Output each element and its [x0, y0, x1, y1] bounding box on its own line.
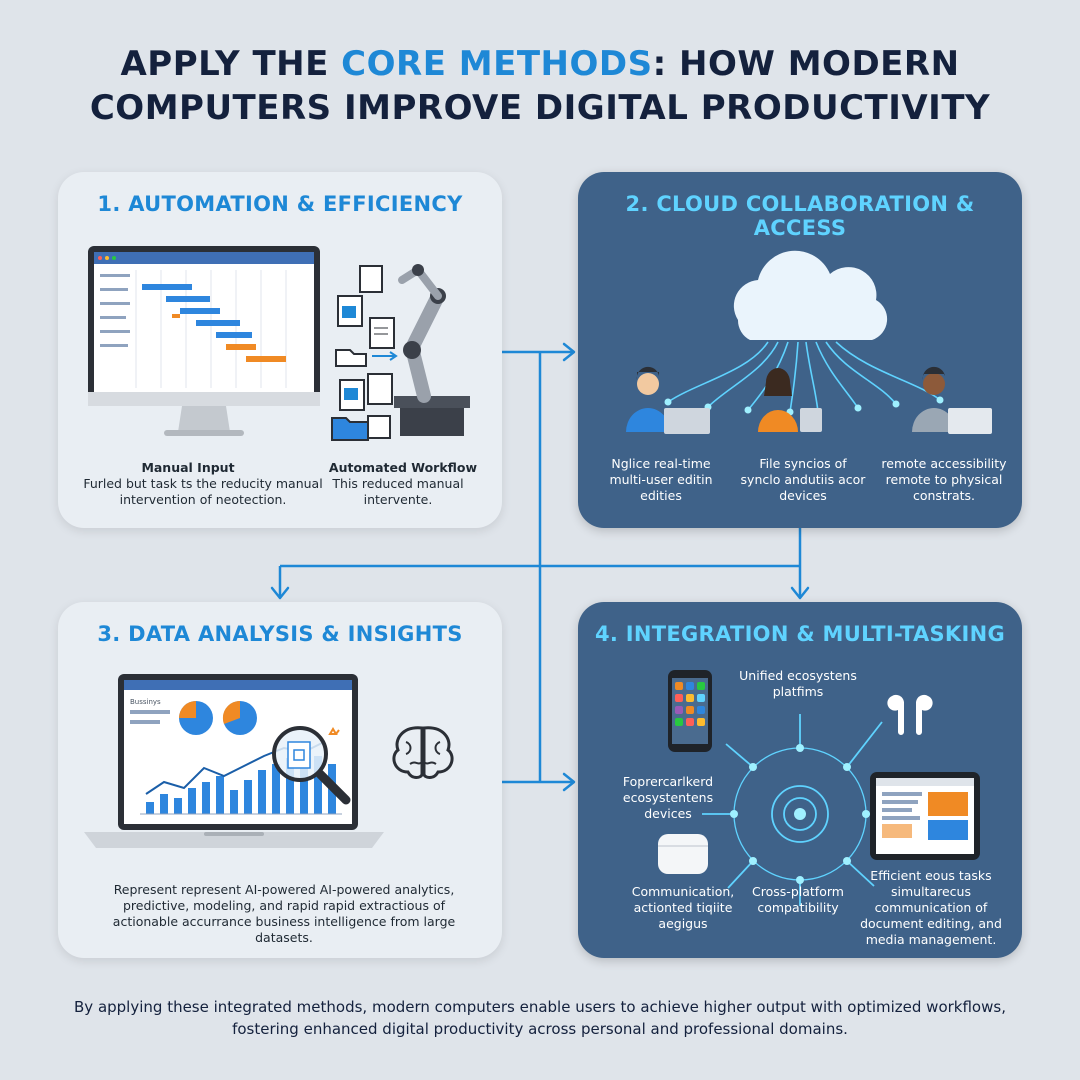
- smartphone-icon: [668, 670, 712, 752]
- panel-integration: 4. INTEGRATION & MULTI-TASKING: [578, 602, 1022, 958]
- dashboard-label: Bussinys: [130, 698, 161, 706]
- desktop-monitor-icon: [88, 246, 320, 436]
- title-part-1: APPLY THE: [120, 44, 342, 84]
- panel-automation: 1. AUTOMATION & EFFICIENCY: [58, 172, 502, 528]
- arrow-head-to-panel-3: [270, 586, 290, 600]
- automated-workflow-heading-text: Automated Workflow: [328, 460, 478, 475]
- manual-input-block: Manual Input: [88, 460, 288, 476]
- automated-workflow-heading: Automated Workflow: [318, 460, 488, 476]
- cloud-network-diagram: [626, 250, 992, 434]
- arrow-head-to-panel-2: [562, 342, 576, 362]
- brain-icon: [392, 726, 454, 779]
- panel-integration-title: 4. INTEGRATION & MULTI-TASKING: [594, 622, 1006, 646]
- title-line-1: APPLY THE CORE METHODS: HOW MODERN: [40, 42, 1040, 86]
- integration-communication: Communication, actionted tiqiite aegigus: [631, 884, 735, 931]
- panel-data-title: 3. DATA ANALYSIS & INSIGHTS: [97, 622, 463, 646]
- title-line-2: COMPUTERS IMPROVE DIGITAL PRODUCTIVITY: [89, 88, 991, 128]
- panel-cloud: 2. CLOUD COLLABORATION & ACCESS: [578, 172, 1022, 528]
- user-laptop-icon: [626, 366, 710, 434]
- magnifier-icon: [272, 726, 351, 805]
- document-icon: [337, 265, 395, 411]
- arrow-head-to-panel-4: [562, 772, 576, 792]
- manual-input-text: Furled but task ts the reducity manual i…: [83, 476, 323, 507]
- panel-data: 3. DATA ANALYSIS & INSIGHTS Bussinys: [58, 602, 502, 958]
- network-hub-icon: [702, 714, 898, 906]
- earbuds-icon: [887, 694, 933, 735]
- title-part-2: : HOW MODERN: [652, 44, 960, 84]
- integration-efficient: Efficient eous tasks simultarecus commun…: [860, 868, 1002, 947]
- user-tablet-icon: [758, 368, 822, 432]
- cloud-item-realtime: Nglice real-time multi-user editin editi…: [609, 456, 713, 503]
- pie-chart-icon: [179, 700, 257, 735]
- integration-devices: Foprercarlkerd ecosystentens devices: [622, 774, 714, 821]
- integration-cross-platform: Cross-platform compatibility: [752, 884, 844, 915]
- cloud-item-remote: remote accessibility remote to physical …: [881, 456, 1007, 503]
- earbuds-case-icon: [658, 834, 708, 874]
- gantt-chart-icon: [100, 270, 287, 388]
- user-laptop-icon-2: [912, 366, 992, 434]
- panel-cloud-title: 2. CLOUD COLLABORATION & ACCESS: [625, 192, 975, 240]
- tablet-icon: [870, 772, 980, 860]
- folder-icon: [331, 349, 391, 441]
- footer-summary: By applying these integrated methods, mo…: [74, 998, 1006, 1038]
- robot-arm-icon: [331, 264, 470, 441]
- title-accent: CORE METHODS: [341, 44, 653, 84]
- integration-unified: Unified ecosystens platfims: [739, 668, 857, 699]
- manual-input-heading: Manual Input: [141, 460, 235, 475]
- cloud-item-sync: File syncios of synclo andutiis acor dev…: [740, 456, 866, 503]
- page-title: APPLY THE CORE METHODS: HOW MODERN COMPU…: [40, 42, 1040, 130]
- arrow-head-down-panel-4: [790, 586, 810, 600]
- cloud-icon: [733, 250, 888, 340]
- automated-workflow-text: This reduced manual intervente.: [332, 476, 464, 507]
- panel-automation-title: 1. AUTOMATION & EFFICIENCY: [97, 192, 463, 216]
- data-analysis-text: Represent represent AI-powered AI-powere…: [112, 882, 456, 945]
